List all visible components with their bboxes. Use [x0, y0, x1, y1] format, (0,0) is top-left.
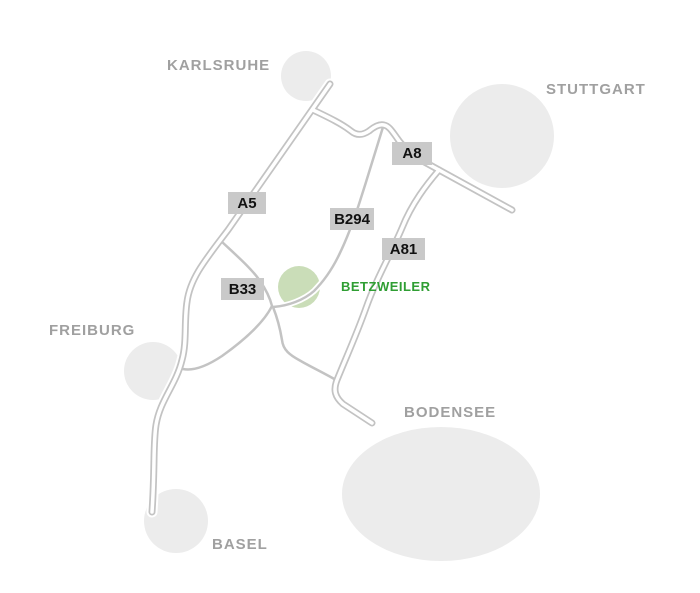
city-marker-basel	[144, 489, 208, 553]
road-badge-a5: A5	[228, 192, 266, 214]
city-label-basel: BASEL	[212, 536, 268, 553]
road-badge-a8: A8	[392, 142, 432, 165]
road-badge-b294: B294	[330, 208, 374, 230]
city-label-stuttgart: STUTTGART	[546, 81, 646, 98]
city-label-karlsruhe: KARLSRUHE	[167, 57, 271, 74]
highlight-label-betzweiler: BETZWEILER	[341, 279, 431, 294]
road-b294	[271, 125, 385, 309]
lake-bodensee-shape	[342, 427, 540, 561]
city-marker-stuttgart	[450, 84, 554, 188]
city-label-freiburg: FREIBURG	[49, 322, 136, 339]
city-marker-karlsruhe	[281, 51, 331, 101]
road-b33	[181, 239, 274, 371]
road-badge-b33: B33	[221, 278, 264, 300]
road-badge-a81: A81	[382, 238, 425, 260]
road-link-betzweiler-a81	[271, 305, 338, 382]
city-label-bodensee: BODENSEE	[404, 404, 497, 421]
